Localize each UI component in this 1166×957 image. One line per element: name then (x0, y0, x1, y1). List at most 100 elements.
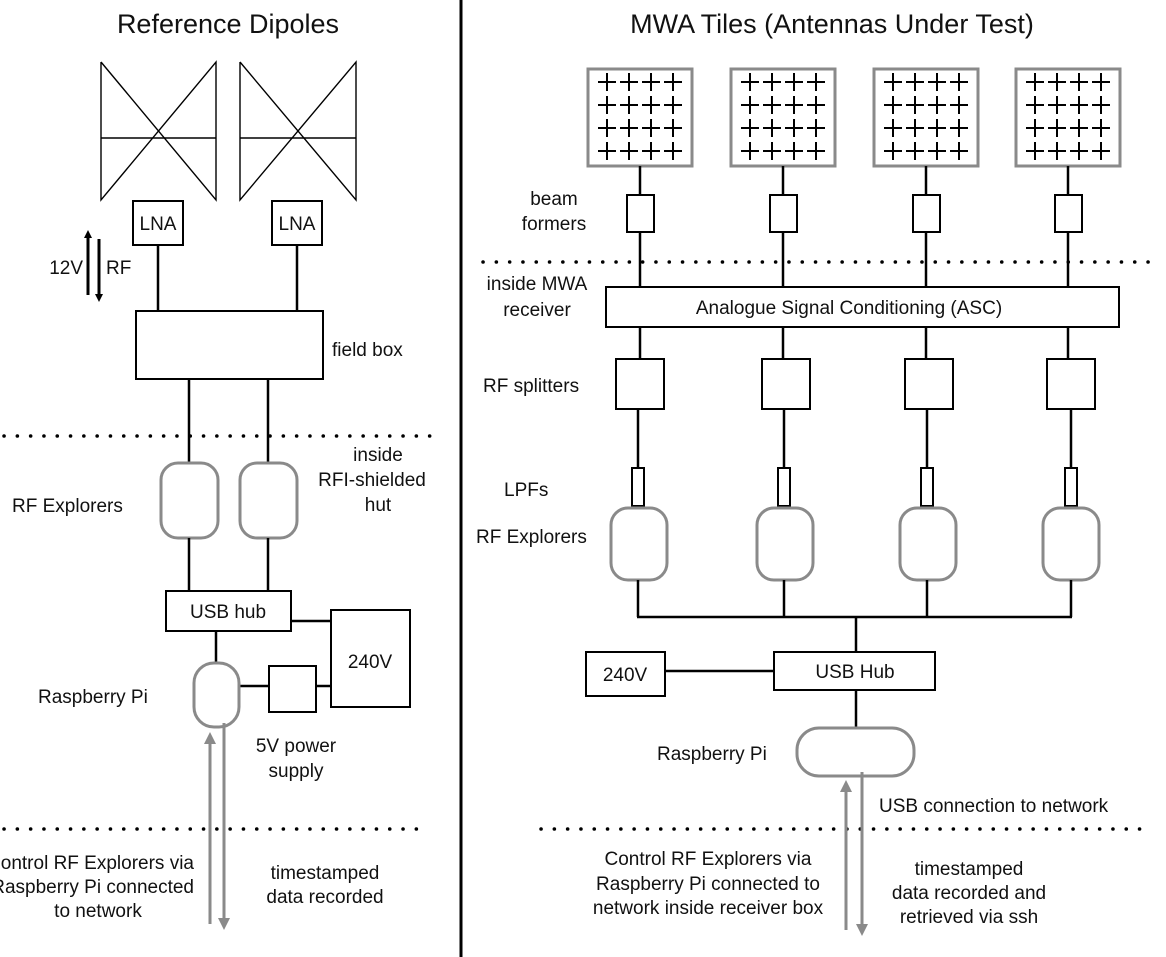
left-data-label-line-2: data recorded (266, 887, 383, 908)
tile-4-dipole-cross (1070, 96, 1088, 114)
beamformer-4 (1054, 194, 1083, 233)
tile-1-dipole-cross (642, 119, 660, 137)
tile-3-dipole-cross (884, 73, 902, 91)
tile-3-dipole-cross (950, 142, 968, 160)
tile-2-dipole-cross (763, 142, 781, 160)
tile-3-dipole-cross (884, 96, 902, 114)
tile-4-dipole-cross (1048, 119, 1066, 137)
psu-label-line-1: 5V power (256, 736, 337, 757)
tile-3-dipole-cross (950, 119, 968, 137)
rf-splitter-3 (904, 358, 954, 410)
tile-4-dipole-cross (1092, 96, 1110, 114)
field-box (135, 310, 324, 380)
tile-1-dipole-cross (598, 73, 616, 91)
right-rf-explorers-label: RF Explorers (476, 527, 587, 548)
right-data-label-line-2: data recorded and (892, 883, 1046, 904)
dipole-antenna-1 (100, 60, 217, 202)
usb-network-label: USB connection to network (879, 796, 1109, 817)
tile-4-dipole-cross (1026, 96, 1044, 114)
mwa-tiles-panel: MWA Tiles (Antennas Under Test) beam for… (476, 9, 1152, 936)
left-control-label-line-2: Raspberry Pi connected (0, 877, 194, 898)
tile-1-dipole-cross (664, 142, 682, 160)
left-rf-explorer-2 (238, 461, 299, 540)
tile-2-dipole-cross (785, 119, 803, 137)
lpf-3 (920, 467, 934, 507)
tile-4-dipole-cross (1092, 73, 1110, 91)
right-panel-title: MWA Tiles (Antennas Under Test) (630, 9, 1034, 39)
rf-label: RF (106, 258, 131, 279)
tile-1-dipole-cross (620, 96, 638, 114)
left-raspberry-pi-label: Raspberry Pi (38, 687, 148, 708)
tile-1-dipole-cross (642, 73, 660, 91)
tile-2-dipole-cross (741, 96, 759, 114)
left-rf-explorers-label: RF Explorers (12, 496, 123, 517)
lna-box-2 (271, 200, 323, 246)
mwa-tile-4 (1014, 67, 1122, 168)
rf-splitter-4 (1046, 358, 1096, 410)
beamformer-2 (769, 194, 798, 233)
dipole-antenna-2 (239, 60, 357, 202)
tile-3-dipole-cross (928, 73, 946, 91)
tile-3-dipole-cross (928, 142, 946, 160)
tile-1-dipole-cross (642, 96, 660, 114)
right-usb-hub-label: USB Hub (815, 662, 894, 683)
tile-3-dipole-cross (950, 73, 968, 91)
tile-1-dipole-cross (664, 73, 682, 91)
tile-2-dipole-cross (807, 96, 825, 114)
right-control-label-line-1: Control RF Explorers via (605, 849, 812, 870)
tile-4-dipole-cross (1048, 142, 1066, 160)
tile-2-dipole-cross (807, 119, 825, 137)
hut-label-line-3: hut (365, 495, 392, 516)
receiver-label-line-2: receiver (503, 300, 571, 321)
tile-1-dipole-cross (620, 142, 638, 160)
asc-box (605, 286, 1120, 328)
tile-2-dipole-cross (807, 73, 825, 91)
rf-splitters-label: RF splitters (483, 376, 579, 397)
left-data-label-line-1: timestamped (271, 863, 380, 884)
tile-3-dipole-cross (928, 96, 946, 114)
right-control-label-line-3: network inside receiver box (593, 898, 824, 919)
tile-1-dipole-cross (598, 142, 616, 160)
left-mains-box (330, 609, 411, 708)
tile-3-dipole-cross (884, 119, 902, 137)
tile-1-dipole-cross (598, 119, 616, 137)
beamformer-1 (626, 194, 655, 233)
mwa-tile-2 (729, 67, 837, 168)
lna-box-1 (132, 200, 184, 246)
tile-3-dipole-cross (906, 119, 924, 137)
lpf-2 (777, 467, 791, 507)
hut-label-line-1: inside (353, 445, 403, 466)
psu-label-line-2: supply (269, 761, 324, 782)
tile-2-dipole-cross (785, 73, 803, 91)
receiver-label-line-1: inside MWA (487, 274, 588, 295)
asc-label: Analogue Signal Conditioning (ASC) (696, 298, 1002, 319)
tile-1-dipole-cross (620, 73, 638, 91)
left-raspberry-pi (192, 661, 241, 729)
tile-1-dipole-cross (598, 96, 616, 114)
tile-dipole-grid (598, 73, 1110, 160)
tile-1-dipole-cross (664, 96, 682, 114)
lpf-1 (631, 467, 645, 507)
field-box-label: field box (332, 340, 403, 361)
tile-2-dipole-cross (741, 73, 759, 91)
tile-3-dipole-cross (884, 142, 902, 160)
rf-splitter-2 (761, 358, 811, 410)
right-raspberry-pi-label: Raspberry Pi (657, 744, 767, 765)
tile-4-dipole-cross (1026, 119, 1044, 137)
tile-4-dipole-cross (1026, 142, 1044, 160)
tile-4-dipole-cross (1070, 142, 1088, 160)
rf-splitter-1 (615, 358, 665, 410)
tile-2-dipole-cross (763, 73, 781, 91)
right-data-label-line-1: timestamped (915, 859, 1024, 880)
beamformers-label-line-2: formers (522, 214, 586, 235)
tile-4-dipole-cross (1048, 96, 1066, 114)
tile-4-dipole-cross (1070, 119, 1088, 137)
left-control-label-line-3: to network (54, 901, 142, 922)
tile-2-dipole-cross (741, 119, 759, 137)
tile-1-dipole-cross (642, 142, 660, 160)
left-mains-label: 240V (348, 652, 393, 673)
right-mains-box (585, 651, 666, 697)
left-psu-box (268, 665, 317, 713)
right-mains-label: 240V (603, 665, 648, 686)
